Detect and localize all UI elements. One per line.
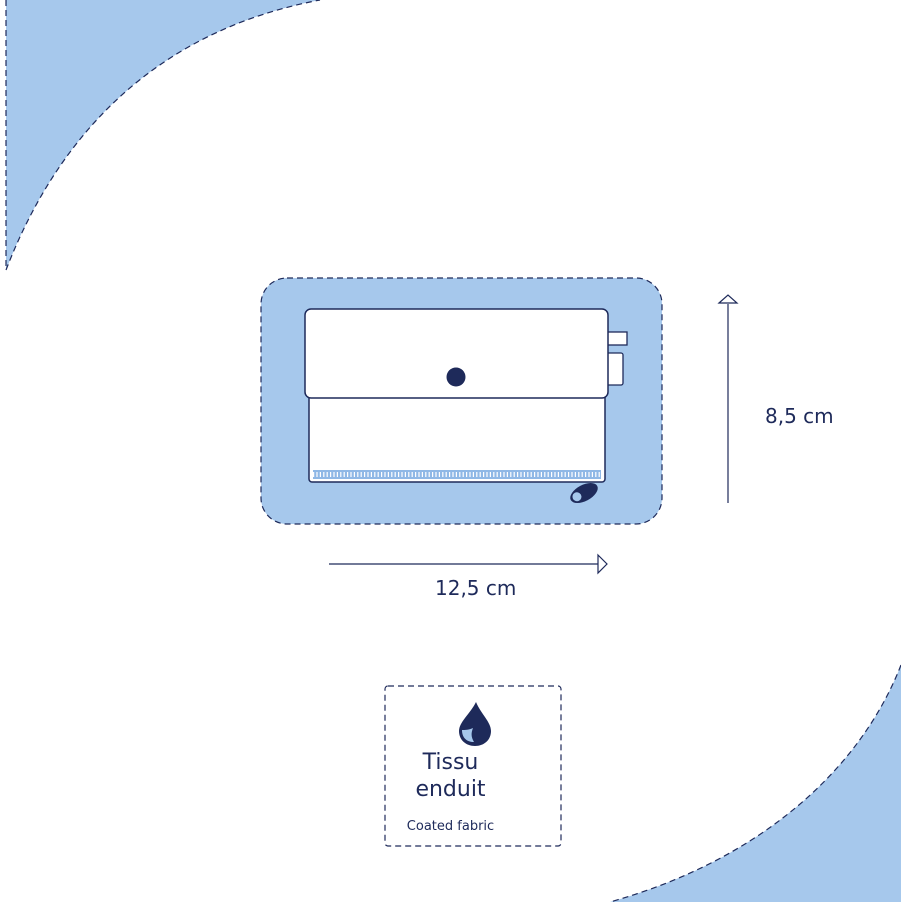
corner-decoration-top-left <box>6 0 320 270</box>
water-drop-icon <box>459 702 491 746</box>
zipper-pull-icon <box>570 483 598 503</box>
snap-button-icon <box>446 367 466 387</box>
material-badge-border <box>384 685 562 847</box>
corner-decoration-bottom-right <box>610 665 901 902</box>
height-dimension-label: 8,5 cm <box>765 404 834 428</box>
material-title-line1: Tissu <box>422 750 479 775</box>
pouch-side-tab-top <box>605 331 628 346</box>
height-arrow-head-icon <box>717 294 739 304</box>
width-arrow-head-icon <box>597 553 608 575</box>
width-dimension-label: 12,5 cm <box>435 576 517 600</box>
material-subtitle: Coated fabric <box>406 819 495 834</box>
corner-edge-top-left <box>5 0 321 271</box>
pouch-flap <box>304 308 609 399</box>
pouch-body <box>308 391 606 483</box>
material-title-line2: enduit <box>415 777 486 802</box>
